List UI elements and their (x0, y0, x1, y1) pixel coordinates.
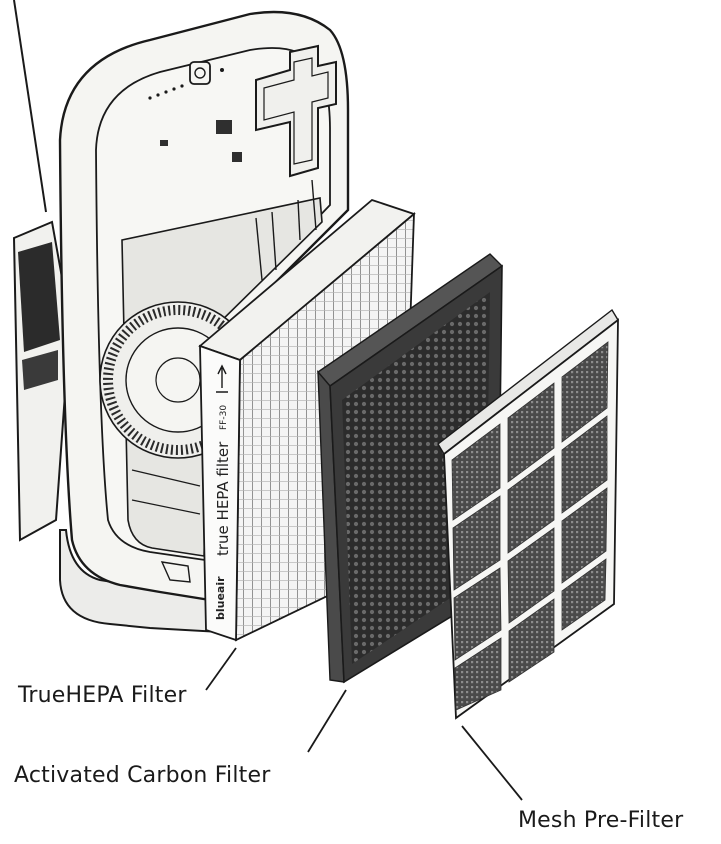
hepa-product-text: true HEPA filter (214, 441, 232, 556)
label-mesh-pre-filter: Mesh Pre-Filter (518, 808, 684, 833)
leader-line-top (13, 0, 47, 213)
hepa-brand-text: blueair (214, 576, 227, 620)
leader-line-mesh (461, 725, 523, 801)
mesh-pre-filter (437, 308, 619, 720)
power-button-icon (189, 61, 211, 85)
airflow-arrow-icon (216, 364, 228, 393)
leader-line-hepa (205, 647, 237, 691)
label-activated-carbon-filter: Activated Carbon Filter (14, 763, 271, 788)
indicator-lights-icon (148, 84, 184, 100)
leader-line-carbon (307, 689, 347, 753)
hepa-model-text: FF-30 (219, 405, 229, 430)
label-truehepa-filter: TrueHEPA Filter (18, 683, 187, 708)
